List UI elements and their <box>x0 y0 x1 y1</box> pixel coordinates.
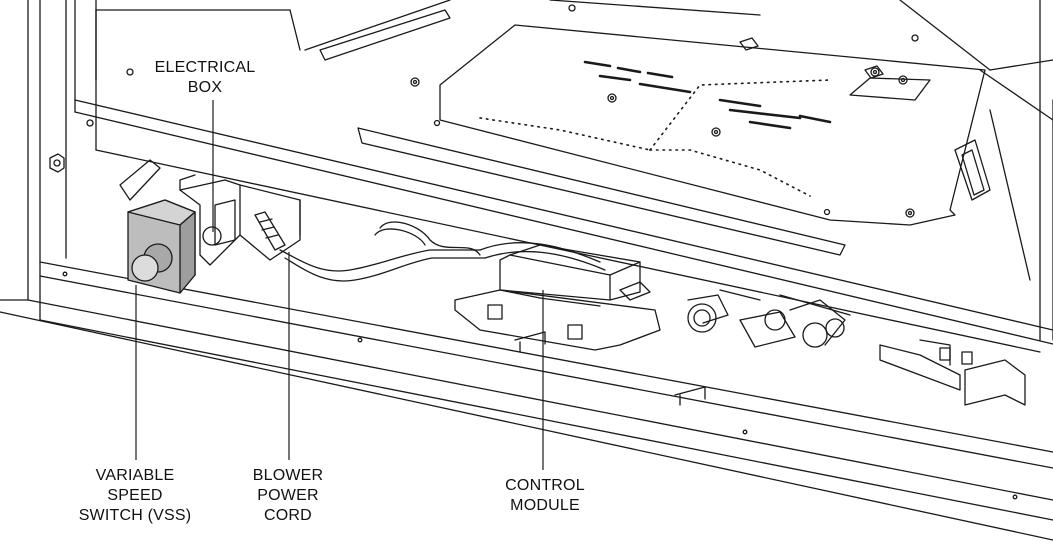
vss-label-line-2: SPEED <box>107 487 163 504</box>
electrical-box-label: ELECTRICAL BOX <box>140 58 270 98</box>
blower-power-cord-label: BLOWER POWER CORD <box>238 466 338 526</box>
vss-label-line-1: VARIABLE <box>95 467 175 484</box>
electrical-box-label-line-2: BOX <box>187 79 223 96</box>
blower-label-line-3: CORD <box>264 507 312 524</box>
variable-speed-switch-label: VARIABLE SPEED SWITCH (VSS) <box>60 466 210 526</box>
electrical-box <box>119 159 301 266</box>
front-base-panel <box>0 261 1053 541</box>
leader-lines <box>135 100 544 470</box>
cabinet-left-side <box>0 0 97 301</box>
blower-label-line-1: BLOWER <box>252 467 324 484</box>
front-cross-beam <box>74 99 1053 353</box>
variable-speed-switch-drawing <box>127 199 196 294</box>
control-label-line-2: MODULE <box>510 497 580 514</box>
blower-power-cord-drawing <box>254 211 606 282</box>
blower-label-line-2: POWER <box>257 487 319 504</box>
right-bracket <box>879 339 1026 406</box>
top-heat-plate <box>410 24 986 226</box>
interior-back-wall <box>95 0 1053 81</box>
control-label-line-1: CONTROL <box>505 477 585 494</box>
valve-assembly <box>687 289 851 348</box>
plate-screws <box>410 67 915 218</box>
control-module-label: CONTROL MODULE <box>480 476 610 516</box>
electrical-box-label-line-1: ELECTRICAL <box>154 59 256 76</box>
control-module-drawing <box>454 244 706 406</box>
right-wall <box>954 0 1053 341</box>
vss-label-line-3: SWITCH (VSS) <box>78 507 192 524</box>
